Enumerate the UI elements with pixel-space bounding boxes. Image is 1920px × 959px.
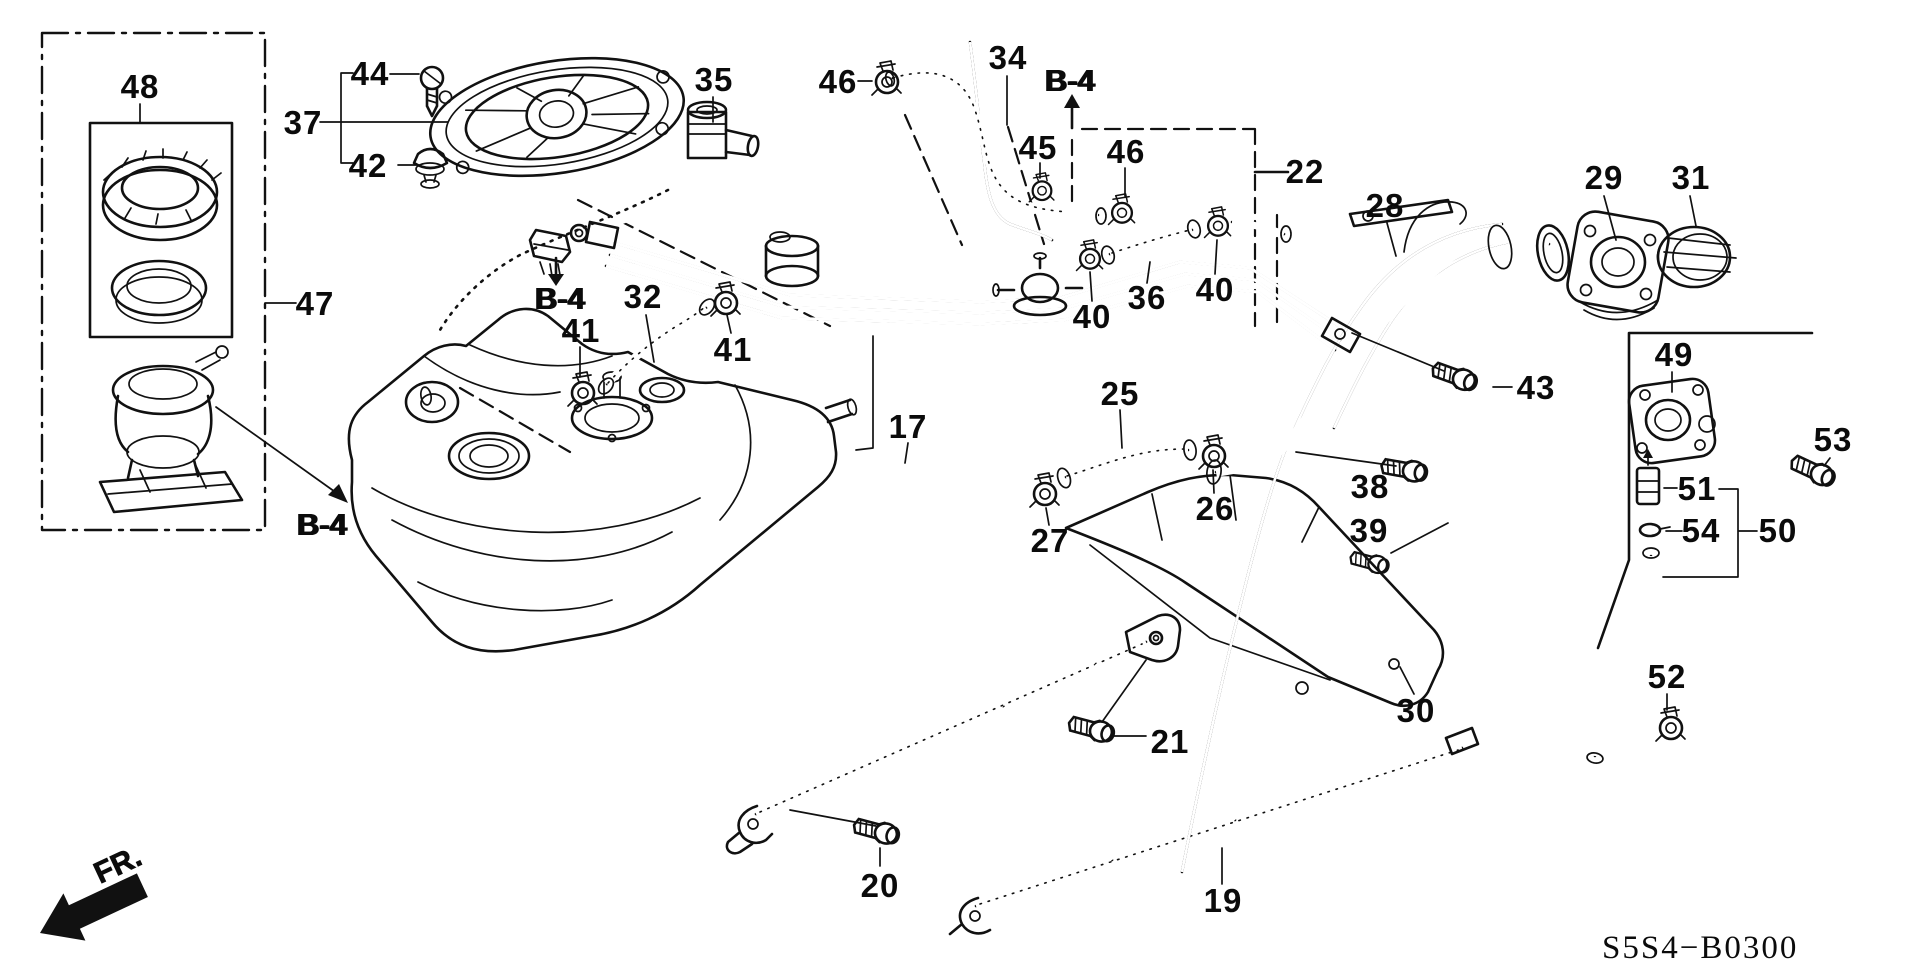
part-label-44: 44	[350, 55, 390, 92]
vapor-pipe-bundle	[569, 40, 1347, 352]
part-label-49: 49	[1654, 336, 1694, 373]
part-label-40: 40	[1072, 298, 1112, 335]
part-label-26: 26	[1195, 490, 1235, 527]
part-label-46: 46	[818, 63, 858, 100]
strap-bolt-20	[850, 814, 903, 848]
fuel-tank	[347, 307, 858, 653]
clamp-52	[1654, 705, 1687, 743]
part-label-32: 32	[623, 278, 663, 315]
vapor-hose-36	[1100, 218, 1292, 265]
nut-42	[412, 147, 449, 189]
part-label-27: 27	[1030, 522, 1070, 559]
clamp-27	[1028, 471, 1061, 509]
part-label-45: 45	[1018, 129, 1058, 166]
part-label-22: 22	[1285, 153, 1325, 190]
fuel-filler-pipe	[1180, 198, 1571, 874]
part-label-51: 51	[1677, 470, 1717, 507]
bracket-bolt-43	[1428, 357, 1481, 395]
clamp-40a	[1075, 238, 1104, 272]
part-label-39: 39	[1349, 512, 1389, 549]
part-label-46: 46	[1106, 133, 1146, 170]
breather-hose-32	[597, 298, 716, 395]
section-ref-b-4-1: B-4	[1045, 63, 1095, 98]
screw-44	[419, 65, 445, 118]
part-label-48: 48	[120, 68, 160, 105]
section-ref-b-4-2: B-4	[297, 507, 347, 542]
part-label-28: 28	[1365, 187, 1405, 224]
detail-49-group	[1586, 331, 1814, 764]
clamp-40b	[1203, 205, 1232, 239]
part-label-52: 52	[1647, 658, 1687, 695]
fuel-cap-31	[1656, 225, 1737, 289]
tank-straps	[725, 613, 1480, 936]
pump-detail-box	[40, 31, 348, 532]
fr-direction-indicator: FR.	[40, 840, 148, 941]
filler-hose-25	[1056, 439, 1197, 489]
part-label-36: 36	[1127, 279, 1167, 316]
part-label-53: 53	[1813, 421, 1853, 458]
section-ref-b-4-0: B-4	[535, 281, 585, 316]
part-label-35: 35	[694, 61, 734, 98]
part-label-30: 30	[1396, 692, 1436, 729]
fuel-feed-hose-35	[419, 100, 760, 406]
strap-bolt-21	[1065, 712, 1118, 746]
clamp-26	[1197, 433, 1230, 471]
part-label-38: 38	[1350, 468, 1390, 505]
part-label-41: 41	[561, 312, 601, 349]
part-label-21: 21	[1150, 723, 1190, 760]
part-label-43: 43	[1516, 369, 1556, 406]
tank-cover-plate	[428, 56, 686, 178]
section-ref-arrows	[1064, 94, 1080, 130]
filler-neck-flange-29	[1566, 210, 1670, 321]
diagram-code: S5S4−B0300	[1602, 930, 1799, 959]
part-label-42: 42	[348, 147, 388, 184]
part-label-40: 40	[1195, 271, 1235, 308]
clamp-45	[1028, 171, 1056, 203]
baffle-bolt-39	[1347, 547, 1392, 577]
part-label-31: 31	[1671, 159, 1711, 196]
part-label-29: 29	[1584, 159, 1624, 196]
part-label-54: 54	[1681, 512, 1721, 549]
part-label-17: 17	[888, 408, 928, 445]
part-label-37: 37	[283, 104, 323, 141]
leader-lines	[139, 75, 1831, 885]
heat-baffle-30	[1064, 473, 1445, 707]
clamp-46b	[1107, 192, 1136, 226]
part-label-20: 20	[860, 867, 900, 904]
part-label-47: 47	[295, 285, 335, 322]
part-label-50: 50	[1758, 512, 1798, 549]
part-label-19: 19	[1203, 882, 1243, 919]
part-label-41: 41	[713, 331, 753, 368]
part-label-34: 34	[988, 39, 1028, 76]
part-label-25: 25	[1100, 375, 1140, 412]
